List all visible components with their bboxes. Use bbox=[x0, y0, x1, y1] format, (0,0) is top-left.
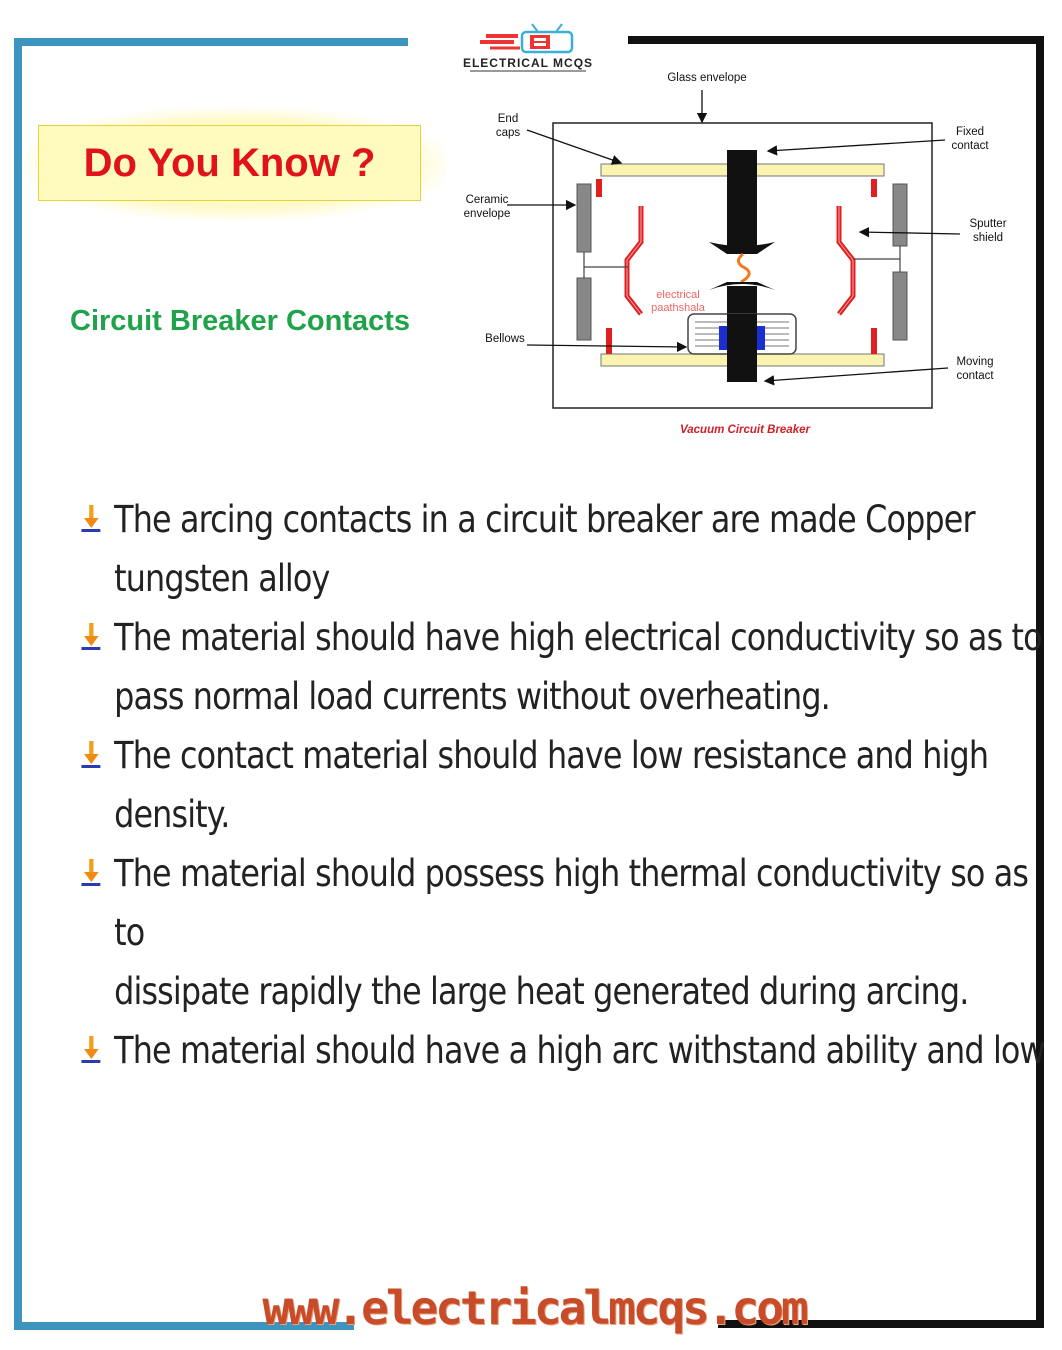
label-fixed-contact-2: contact bbox=[951, 140, 989, 152]
bullet-list: The arcing contacts in a circuit breaker… bbox=[78, 490, 1046, 1080]
fixed-contact-head bbox=[709, 242, 775, 254]
label-moving-contact-2: contact bbox=[956, 370, 994, 382]
bullet-item: The material should have a high arc with… bbox=[78, 1021, 1052, 1080]
label-sputter-shield-1: Sputter bbox=[969, 218, 1006, 230]
tab-bottom-right bbox=[871, 328, 877, 354]
website-url[interactable]: www.electricalmcqs.com bbox=[262, 1281, 808, 1335]
frame-border-black-right bbox=[1036, 36, 1044, 1328]
label-ceramic-envelope-1: Ceramic bbox=[466, 194, 509, 206]
bullet-line-2: pass normal load currents without overhe… bbox=[114, 675, 831, 718]
label-ceramic-envelope-2: envelope bbox=[464, 208, 511, 220]
tab-bottom-left bbox=[606, 328, 612, 354]
label-end-caps-2: caps bbox=[496, 127, 521, 139]
bullet-line-1: The material should possess high thermal… bbox=[114, 852, 1029, 954]
diagram-caption: Vacuum Circuit Breaker bbox=[680, 424, 810, 436]
tv-logo-icon bbox=[480, 23, 574, 54]
bullet-item: The arcing contacts in a circuit breaker… bbox=[78, 490, 1052, 608]
label-bellows: Bellows bbox=[485, 333, 525, 345]
site-logo: ELECTRICAL MCQS bbox=[430, 22, 626, 74]
label-sputter-shield-2: shield bbox=[973, 232, 1003, 244]
down-arrow-bullet-icon bbox=[81, 623, 101, 650]
ceramic-envelope-left-lower bbox=[576, 277, 592, 341]
arc-spark bbox=[737, 252, 751, 284]
down-arrow-bullet-icon bbox=[81, 1036, 101, 1063]
frame-border-blue-bottom bbox=[14, 1322, 354, 1330]
frame-border-black-bottom bbox=[718, 1320, 1044, 1328]
do-you-know-banner: Do You Know ? bbox=[38, 125, 421, 201]
down-arrow-bullet-icon bbox=[81, 859, 101, 886]
moving-contact-head bbox=[709, 282, 775, 290]
bullet-line-1: The contact material should have low res… bbox=[114, 734, 989, 777]
down-arrow-bullet-icon bbox=[81, 505, 101, 532]
frame-border-blue-top bbox=[14, 38, 408, 46]
vacuum-circuit-breaker-diagram: electrical paathshala Glass envelope End… bbox=[464, 72, 1007, 436]
fixed-contact-stem bbox=[727, 150, 757, 246]
down-arrow-bullet-icon bbox=[81, 741, 101, 768]
bullet-line-1: The arcing contacts in a circuit breaker… bbox=[114, 498, 975, 541]
tab-top-right bbox=[871, 179, 877, 197]
logo-text: ELECTRICAL MCQS bbox=[462, 56, 594, 70]
section-title: Circuit Breaker Contacts bbox=[70, 305, 411, 337]
ceramic-envelope-left-upper bbox=[576, 183, 592, 253]
frame-border-blue-left bbox=[14, 38, 22, 1330]
bullet-line-2: density. bbox=[114, 793, 230, 836]
watermark-line-2: paathshala bbox=[651, 302, 706, 314]
ceramic-envelope-right-lower bbox=[892, 271, 908, 341]
bullet-item: The contact material should have low res… bbox=[78, 726, 1052, 844]
bullet-item: The material should possess high thermal… bbox=[78, 844, 1052, 1021]
label-moving-contact-1: Moving bbox=[956, 356, 993, 368]
bullet-line-1: The material should have a high arc with… bbox=[114, 1029, 1045, 1072]
frame-border-black-top bbox=[628, 36, 1044, 44]
ceramic-envelope-right-upper bbox=[892, 183, 908, 247]
bullet-line-2: dissipate rapidly the large heat generat… bbox=[114, 970, 969, 1013]
label-fixed-contact-1: Fixed bbox=[956, 126, 984, 138]
label-end-caps-1: End bbox=[498, 113, 518, 125]
label-glass-envelope: Glass envelope bbox=[667, 72, 746, 84]
logo-tagline-bar bbox=[470, 70, 586, 72]
bullet-line-1: The material should have high electrical… bbox=[114, 616, 1043, 659]
banner-title: Do You Know ? bbox=[83, 140, 376, 185]
tab-top-left bbox=[596, 179, 602, 197]
watermark-line-1: electrical bbox=[656, 289, 699, 301]
bullet-line-2: tungsten alloy bbox=[114, 557, 330, 600]
bullet-item: The material should have high electrical… bbox=[78, 608, 1052, 726]
